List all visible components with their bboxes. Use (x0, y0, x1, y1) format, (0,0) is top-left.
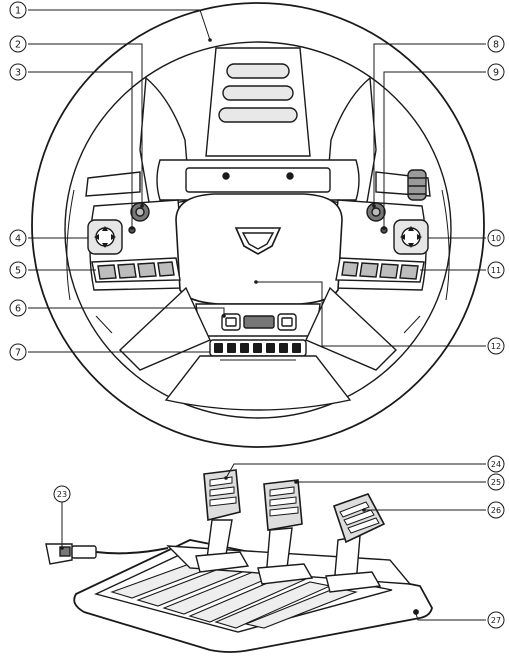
cable-plug-grip (71, 545, 97, 559)
callout-10: 10 (487, 229, 505, 247)
pedal-cable (95, 547, 169, 555)
callout-1-label: 1 (15, 6, 21, 17)
callout-6-label: 6 (15, 304, 21, 315)
vent-slot-2 (222, 85, 294, 101)
callout-25: 25 (487, 473, 505, 491)
callout-26-label: 26 (491, 506, 501, 515)
callout-4-label: 4 (15, 234, 21, 245)
callout-8-label: 8 (493, 40, 499, 51)
callout-5-label: 5 (15, 266, 21, 277)
callout-27: 27 (487, 611, 505, 629)
callout-7-label: 7 (15, 348, 21, 359)
callout-12: 12 (487, 337, 505, 355)
leader-dots (60, 38, 386, 550)
lower-spoke-right (305, 286, 398, 371)
callout-23: 23 (53, 485, 71, 503)
callout-8: 8 (487, 35, 505, 53)
left-strip-btn-4 (157, 261, 175, 277)
callout-11: 11 (487, 261, 505, 279)
callout-3-label: 3 (15, 68, 21, 79)
callout-27-label: 27 (491, 616, 501, 625)
right-rotary-button-core (371, 207, 381, 217)
pedal-left-base (195, 551, 250, 573)
pedal-set (45, 469, 433, 653)
right-strip-btn-4 (341, 261, 359, 277)
left-dpad-arrows (94, 226, 116, 248)
left-rotary-button-core (135, 207, 145, 217)
leader-lines (28, 9, 486, 621)
hub-display (185, 167, 331, 193)
paddle-left (85, 171, 141, 197)
right-strip-btn-2 (379, 263, 399, 279)
callout-7: 7 (9, 343, 27, 361)
steering-wheel (31, 2, 485, 448)
leader-27 (415, 613, 486, 621)
callout-6: 6 (9, 299, 27, 317)
leader-24 (225, 463, 486, 479)
callout-24-label: 24 (491, 460, 501, 469)
vent-slot-1 (226, 63, 290, 79)
leader-12 (256, 281, 486, 347)
callout-9: 9 (487, 63, 505, 81)
callout-1: 1 (9, 1, 27, 19)
center-button-left-inner (225, 317, 237, 327)
right-dpad-arrows (400, 226, 422, 248)
center-display-slot (243, 315, 275, 329)
wheel-rim-inner (64, 41, 452, 419)
callout-4: 4 (9, 229, 27, 247)
pedal-right-base (325, 571, 382, 593)
leader-6 (28, 307, 225, 316)
callout-10-label: 10 (491, 234, 501, 243)
hub-led-left (222, 172, 230, 180)
callout-25-label: 25 (491, 478, 501, 487)
callout-9-label: 9 (493, 68, 499, 79)
callout-26: 26 (487, 501, 505, 519)
callout-12-label: 12 (491, 342, 501, 351)
rim-grip-left (66, 189, 75, 301)
left-strip-btn-2 (117, 263, 137, 279)
pedal-middle-base (257, 563, 314, 585)
rim-grip-bottom-right (403, 315, 421, 334)
right-strip-btn-1 (399, 264, 419, 280)
lower-spoke-center (164, 355, 352, 411)
base-screw (413, 609, 419, 615)
callout-5: 5 (9, 261, 27, 279)
leader-3 (28, 71, 133, 228)
left-strip-btn-1 (97, 264, 117, 280)
rim-grip-right (441, 189, 450, 301)
center-button-right-inner (281, 317, 293, 327)
callout-2: 2 (9, 35, 27, 53)
pedal-right-grips (339, 501, 380, 534)
hub-logo-inner (241, 232, 275, 250)
leader-2 (28, 43, 143, 206)
leader-1 (28, 9, 211, 41)
callout-24: 24 (487, 455, 505, 473)
pedal-left-grips (209, 476, 237, 507)
callout-3: 3 (9, 63, 27, 81)
left-strip-btn-3 (137, 262, 157, 278)
led-row-buttons (214, 343, 301, 353)
callout-badges: 1 2 3 4 5 6 7 8 (9, 1, 505, 629)
hub-led-right (286, 172, 294, 180)
callout-23-label: 23 (57, 490, 67, 499)
callout-2-label: 2 (15, 40, 21, 51)
right-strip-btn-3 (359, 262, 379, 278)
vent-slot-3 (218, 107, 298, 123)
cable-plug-tip (59, 546, 71, 557)
pedal-middle-grips (269, 486, 299, 517)
right-dial (407, 169, 427, 201)
leader-8 (373, 43, 486, 206)
leader-9 (383, 71, 486, 228)
callout-11-label: 11 (491, 266, 501, 275)
rim-grip-bottom-left (95, 315, 113, 334)
